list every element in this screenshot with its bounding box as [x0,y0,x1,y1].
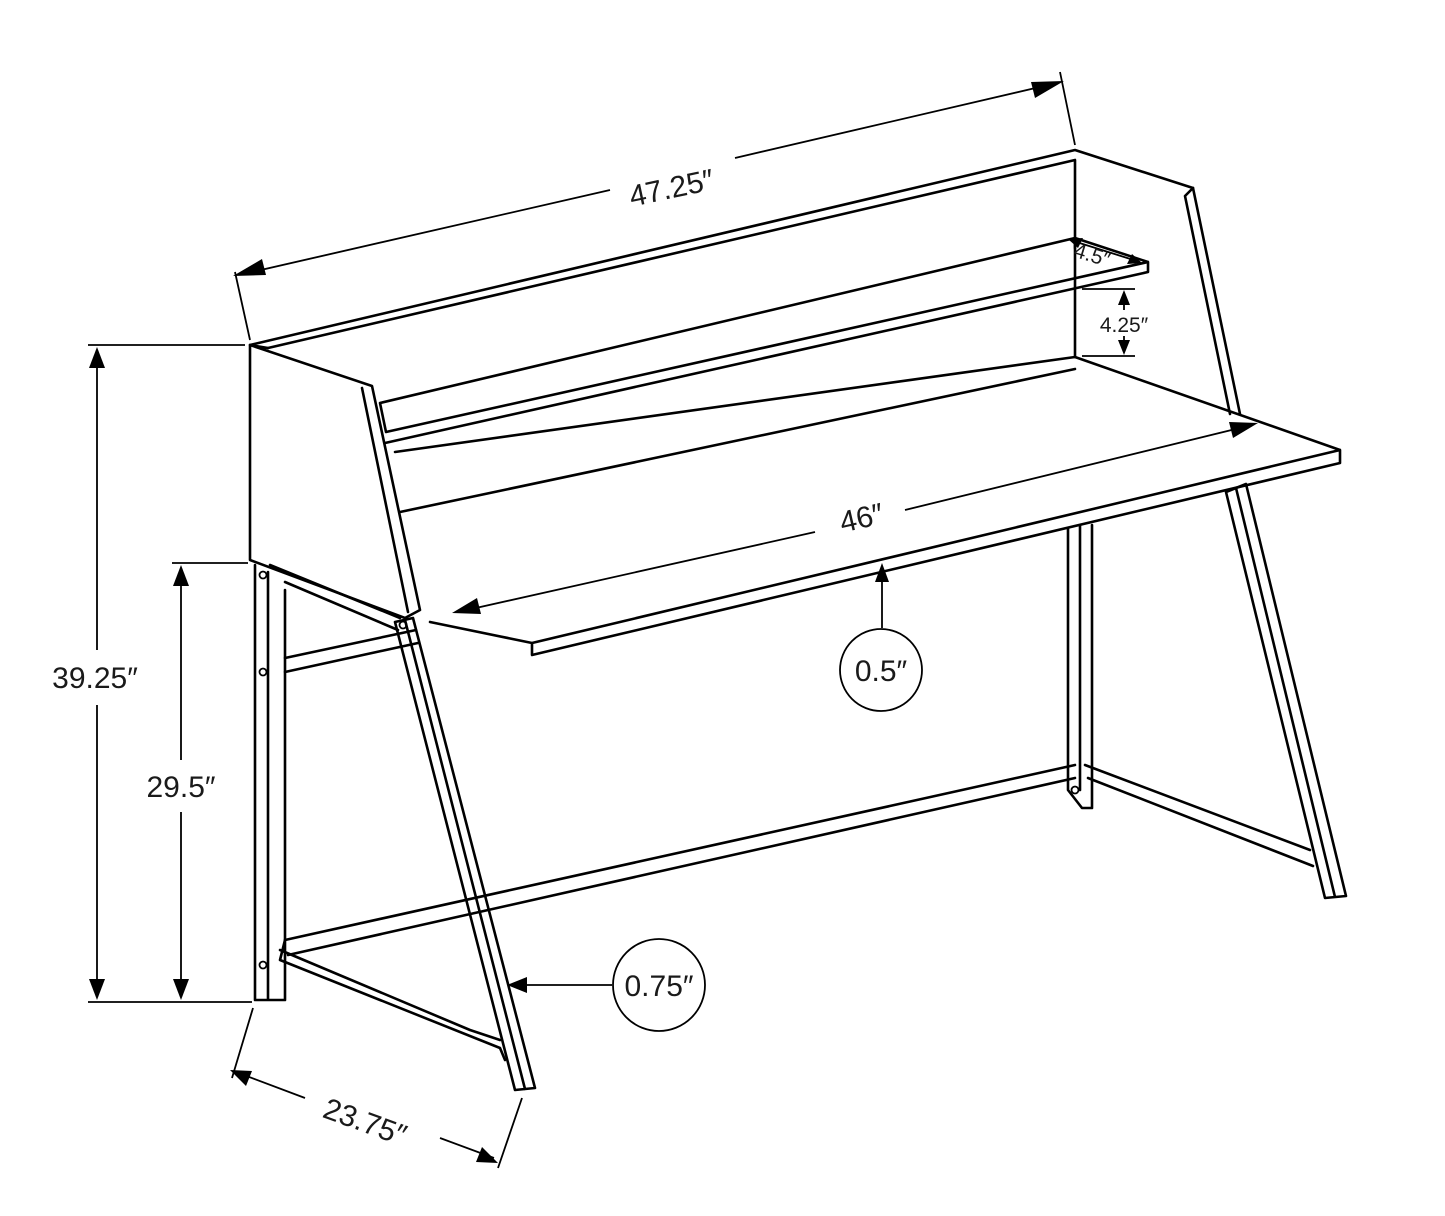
bolt-hole-4 [398,620,408,630]
hutch-left-side-panel [248,343,422,620]
callout-leg-thickness: 0.75″ [507,938,706,1032]
bolt-hole-2 [258,667,268,677]
right-side-rail [1083,763,1315,868]
label-desk-height: 29.5″ [146,771,215,804]
left-side-rails [268,563,507,1062]
dimension-annotations: 47.25″ 4.5″ 4.25″ 46″ [52,71,1258,1169]
label-overall-width: 47.25″ [626,163,717,213]
bolt-hole-5 [1070,785,1080,795]
label-overall-height: 39.25″ [52,662,138,695]
bolt-hole-1 [258,570,268,580]
label-overall-depth: 23.75″ [319,1092,411,1152]
arrowhead-right [1031,81,1064,98]
label-shelf-clearance: 4.25″ [1100,314,1149,337]
dimension-overall-width: 47.25″ [233,71,1076,341]
callout-circle-leg-thickness [612,938,706,1032]
label-leg-thickness: 0.75″ [624,970,693,1003]
label-desktop-width: 46″ [837,497,888,539]
left-rear-leg [253,563,287,1002]
right-rear-leg [1066,523,1094,810]
desktop-surface [393,355,1342,657]
hutch-shelf [378,236,1150,445]
label-shelf-depth: 4.5″ [1071,239,1113,272]
hutch-back-top-edge [248,148,1195,359]
rear-stretcher [283,763,1077,957]
label-desktop-thickness: 0.5″ [855,655,908,688]
left-front-leg [393,616,537,1092]
dimension-desktop-width: 46″ [452,422,1258,614]
bolt-hole-3 [258,960,268,970]
arrowhead-left [233,259,266,276]
callout-circle-desktop-thickness [839,628,923,712]
hutch-right-side-panel [1183,186,1242,416]
dimension-overall-height: 39.25″ [52,344,252,1003]
right-front-leg [1224,482,1348,900]
dimension-shelf-clearance: 4.25″ [1082,288,1149,357]
desk-drawing [248,148,1348,1092]
callout-desktop-thickness: 0.5″ [839,563,923,712]
dimension-desk-height: 29.5″ [146,562,248,1000]
